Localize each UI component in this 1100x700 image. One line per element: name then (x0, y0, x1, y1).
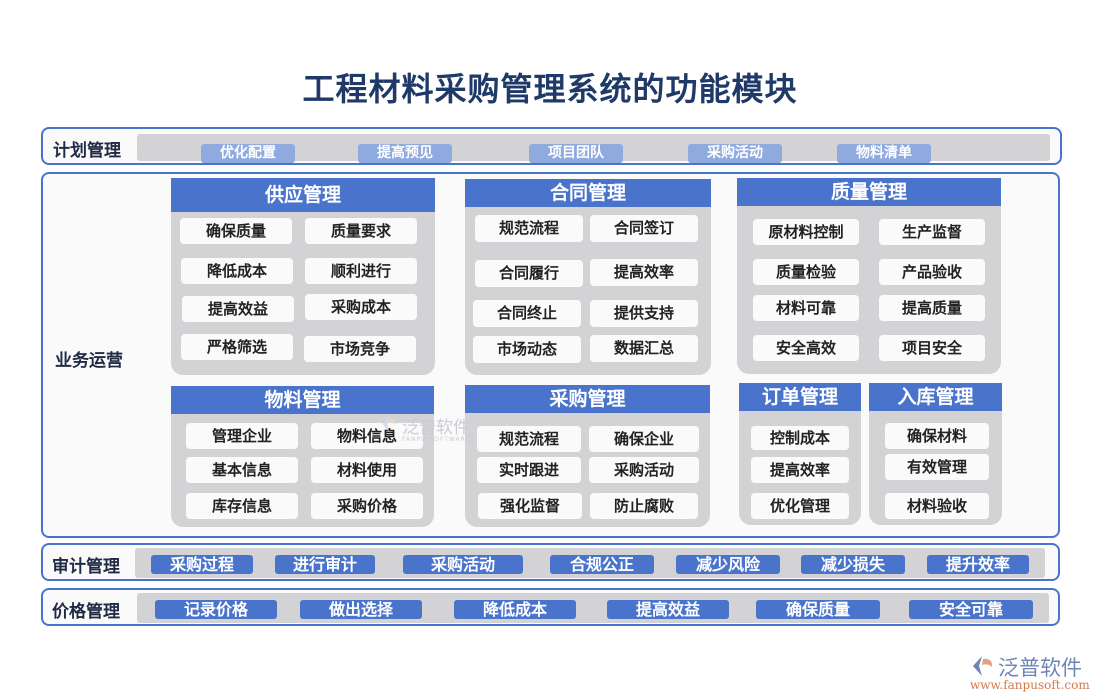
module-contract: 合同管理 规范流程 合同签订 合同履行 提高效率 合同终止 提供支持 市场动态 … (465, 179, 711, 375)
audit-section: 审计管理 采购过程 进行审计 采购活动 合规公正 减少风险 减少损失 提升效率 (41, 543, 1060, 581)
warehouse-item[interactable]: 材料验收 (885, 493, 989, 519)
supply-item[interactable]: 市场竞争 (304, 336, 416, 362)
purchase-item[interactable]: 强化监督 (478, 493, 582, 519)
module-material: 物料管理 管理企业 物料信息 基本信息 材料使用 库存信息 采购价格 (171, 386, 434, 527)
watermark-sub: FANPU SOFTWARE (402, 436, 471, 443)
fanpu-brand-icon (973, 656, 993, 676)
brand-url: www.fanpusoft.com (970, 678, 1090, 692)
contract-item[interactable]: 数据汇总 (590, 335, 698, 362)
warehouse-item[interactable]: 有效管理 (885, 454, 989, 480)
price-item[interactable]: 安全可靠 (909, 600, 1033, 619)
purchase-item[interactable]: 规范流程 (477, 426, 581, 452)
order-item[interactable]: 提高效率 (751, 457, 849, 483)
price-section: 价格管理 记录价格 做出选择 降低成本 提高效益 确保质量 安全可靠 (41, 588, 1060, 626)
plan-section: 计划管理 优化配置 提高预见 项目团队 采购活动 物料清单 (41, 127, 1062, 165)
quality-item[interactable]: 产品验收 (879, 259, 985, 285)
order-item[interactable]: 优化管理 (751, 493, 849, 519)
audit-item[interactable]: 减少损失 (801, 555, 905, 574)
plan-item[interactable]: 提高预见 (358, 144, 452, 163)
purchase-item[interactable]: 实时跟进 (477, 457, 581, 483)
order-item[interactable]: 控制成本 (751, 426, 849, 450)
material-item[interactable]: 材料使用 (311, 457, 423, 483)
contract-item[interactable]: 合同履行 (475, 260, 583, 287)
module-material-title: 物料管理 (171, 386, 434, 414)
page-title: 工程材料采购管理系统的功能模块 (302, 70, 798, 108)
material-item[interactable]: 基本信息 (186, 457, 298, 483)
quality-item[interactable]: 提高质量 (879, 295, 985, 321)
contract-item[interactable]: 提供支持 (590, 300, 698, 327)
quality-item[interactable]: 原材料控制 (753, 219, 859, 245)
supply-item[interactable]: 顺利进行 (305, 258, 417, 284)
quality-item[interactable]: 材料可靠 (753, 295, 859, 321)
price-item[interactable]: 做出选择 (300, 600, 422, 619)
supply-item[interactable]: 严格筛选 (181, 334, 293, 360)
audit-item[interactable]: 进行审计 (275, 555, 375, 574)
contract-item[interactable]: 规范流程 (475, 215, 583, 242)
price-bar: 记录价格 做出选择 降低成本 提高效益 确保质量 安全可靠 (137, 593, 1049, 623)
plan-item[interactable]: 优化配置 (201, 144, 295, 163)
module-quality-title: 质量管理 (737, 178, 1001, 206)
quality-item[interactable]: 安全高效 (753, 335, 859, 361)
material-item[interactable]: 采购价格 (311, 493, 423, 519)
supply-item[interactable]: 降低成本 (181, 258, 293, 284)
supply-item[interactable]: 提高效益 (182, 296, 294, 322)
plan-label: 计划管理 (53, 141, 121, 161)
module-warehouse-title: 入库管理 (869, 383, 1002, 411)
price-item[interactable]: 降低成本 (454, 600, 576, 619)
module-warehouse: 入库管理 确保材料 有效管理 材料验收 (869, 383, 1002, 525)
brand-logo: 泛普软件 www.fanpusoft.com (968, 652, 1098, 694)
module-purchase-title: 采购管理 (465, 385, 710, 413)
supply-item[interactable]: 确保质量 (180, 218, 292, 244)
purchase-item[interactable]: 确保企业 (589, 426, 699, 452)
module-quality: 质量管理 原材料控制 生产监督 质量检验 产品验收 材料可靠 提高质量 安全高效… (737, 178, 1001, 374)
quality-item[interactable]: 生产监督 (879, 219, 985, 245)
audit-item[interactable]: 减少风险 (676, 555, 780, 574)
supply-item[interactable]: 质量要求 (305, 218, 417, 244)
fanpu-logo-icon (382, 415, 396, 433)
material-item[interactable]: 管理企业 (186, 423, 298, 449)
module-supply-title: 供应管理 (171, 178, 435, 212)
audit-bar: 采购过程 进行审计 采购活动 合规公正 减少风险 减少损失 提升效率 (135, 548, 1045, 578)
module-contract-title: 合同管理 (465, 179, 711, 207)
module-order-title: 订单管理 (739, 383, 861, 411)
watermark: 泛普软件 FANPU SOFTWARE (380, 413, 471, 443)
audit-item[interactable]: 采购过程 (151, 555, 253, 574)
plan-item[interactable]: 物料清单 (837, 144, 931, 163)
brand-name: 泛普软件 (998, 656, 1082, 680)
watermark-name: 泛普软件 (402, 418, 470, 438)
price-item[interactable]: 确保质量 (756, 600, 880, 619)
contract-item[interactable]: 市场动态 (473, 336, 581, 363)
material-item[interactable]: 库存信息 (186, 493, 298, 519)
quality-item[interactable]: 质量检验 (753, 259, 859, 285)
module-purchase: 采购管理 规范流程 确保企业 实时跟进 采购活动 强化监督 防止腐败 (465, 385, 710, 527)
audit-label: 审计管理 (52, 557, 120, 577)
purchase-item[interactable]: 采购活动 (589, 457, 699, 483)
audit-item[interactable]: 采购活动 (403, 555, 523, 574)
plan-item[interactable]: 采购活动 (688, 144, 782, 163)
plan-item[interactable]: 项目团队 (529, 144, 623, 163)
contract-item[interactable]: 提高效率 (590, 259, 698, 286)
audit-item[interactable]: 提升效率 (927, 555, 1029, 574)
purchase-item[interactable]: 防止腐败 (590, 493, 698, 519)
price-item[interactable]: 提高效益 (607, 600, 729, 619)
plan-bar: 优化配置 提高预见 项目团队 采购活动 物料清单 (137, 134, 1050, 163)
warehouse-item[interactable]: 确保材料 (885, 423, 989, 449)
supply-item[interactable]: 采购成本 (305, 294, 417, 320)
module-order: 订单管理 控制成本 提高效率 优化管理 (739, 383, 861, 525)
contract-item[interactable]: 合同签订 (590, 215, 698, 242)
operations-label: 业务运营 (55, 351, 123, 371)
contract-item[interactable]: 合同终止 (473, 300, 581, 327)
audit-item[interactable]: 合规公正 (550, 555, 654, 574)
price-label: 价格管理 (52, 602, 120, 622)
quality-item[interactable]: 项目安全 (879, 335, 985, 361)
material-item[interactable]: 物料信息 (311, 423, 423, 449)
module-supply: 供应管理 确保质量 质量要求 降低成本 顺利进行 提高效益 采购成本 严格筛选 … (171, 178, 435, 375)
price-item[interactable]: 记录价格 (155, 600, 277, 619)
